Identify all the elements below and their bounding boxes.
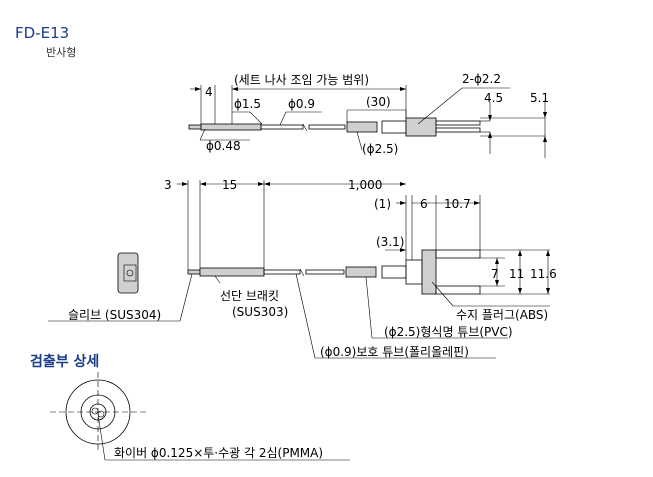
dim-31: (3.1) (376, 235, 404, 249)
dim-1: (1) (374, 197, 391, 211)
detail-title: 검출부 상세 (30, 353, 99, 370)
dim-7: 7 (491, 267, 499, 281)
dim-d048: ϕ0.48 (206, 139, 241, 153)
dim-d25: (ϕ2.5) (362, 142, 398, 156)
dim-d09: ϕ0.9 (288, 97, 315, 111)
range-label: (세트 나사 조임 가능 범위) (234, 73, 369, 87)
protective-tube-label: (ϕ0.9)보호 튜브(폴리올레핀) (320, 345, 469, 359)
fiber-label: 화이버 ϕ0.125×투·수광 각 2심(PMMA) (114, 446, 323, 460)
model-title: FD-E13 (15, 24, 69, 42)
dim-3: 3 (164, 178, 172, 192)
dim-51: 5.1 (530, 91, 549, 105)
main-view-drawing (48, 180, 550, 359)
sleeve-label: 슬리브 (SUS304) (68, 308, 161, 322)
dim-30: (30) (366, 95, 391, 109)
dim-hole: 2-ϕ2.2 (462, 72, 501, 86)
dim-45: 4.5 (484, 91, 503, 105)
dim-4: 4 (205, 85, 213, 99)
tube-label: (ϕ2.5)형식명 튜브(PVC) (384, 325, 513, 339)
top-view-drawing (188, 85, 547, 158)
bracket-label: 선단 브래킷 (220, 289, 279, 303)
bracket-material: (SUS303) (232, 305, 288, 319)
type-label: 반사형 (46, 46, 76, 59)
detail-drawing (50, 372, 350, 461)
dim-1000: 1,000 (348, 178, 382, 192)
dim-d15: ϕ1.5 (234, 97, 261, 111)
connector-label: 수지 플러그(ABS) (456, 308, 548, 322)
dim-11: 11 (509, 267, 524, 281)
dim-6: 6 (420, 197, 428, 211)
dim-15: 15 (222, 178, 237, 192)
dim-107: 10.7 (444, 197, 471, 211)
dim-116: 11.6 (530, 267, 557, 281)
